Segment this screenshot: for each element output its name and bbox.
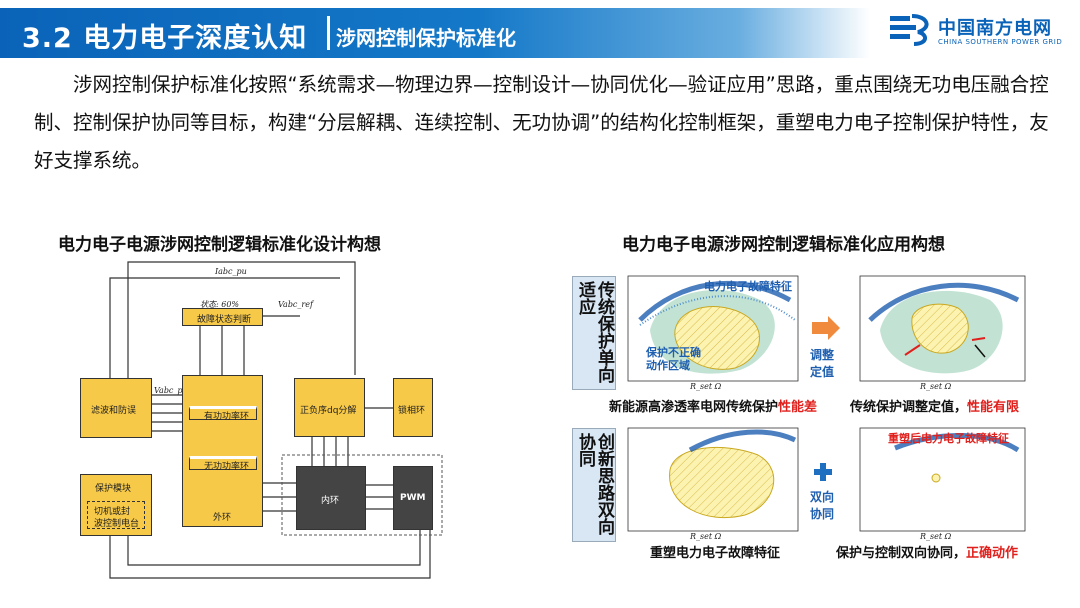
plot4-x-axis: R_set Ω <box>920 532 952 541</box>
vabc-signal: Vabc_pu <box>154 386 188 395</box>
adjust-setting-label: 调整定值 <box>810 348 835 379</box>
plus-icon <box>814 463 832 481</box>
fault-status-signal: 状态: 60% <box>200 300 240 309</box>
plot1-x-axis: R_set Ω <box>690 382 722 391</box>
caption-4-text: 保护与控制双向协同， <box>836 546 967 561</box>
caption-2: 传统保护调整定值，性能有限 <box>850 396 1019 415</box>
reactive-power-loop: 无功功率环 <box>189 456 257 472</box>
outer-loop-label: 外环 <box>213 513 232 523</box>
pwm-label: PWM <box>400 493 426 503</box>
innovative-approach-label: 创新思路双向协同 <box>572 428 616 542</box>
header: 3.2 电力电子深度认知 涉网控制保护标准化 中国南方电网 CHINA SOUT… <box>0 0 1080 62</box>
filter-block-label: 滤波和防误 <box>91 406 137 416</box>
plot-traditional <box>627 275 799 382</box>
right-section-title: 电力电子电源涉网控制逻辑标准化应用构想 <box>622 235 945 255</box>
plot-reshaped <box>627 427 799 532</box>
pwm-block: PWM <box>393 466 433 530</box>
plot1-note-zone: 保护不正确动作区域 <box>646 346 701 372</box>
plot-adjusted <box>859 275 1026 382</box>
caption-4-highlight: 正确动作 <box>966 546 1019 561</box>
header-bar <box>0 8 870 58</box>
logo-text-en: CHINA SOUTHERN POWER GRID <box>938 38 1063 46</box>
protection-sub1: 切机或封 <box>94 507 131 517</box>
bidirectional-label: 双向协同 <box>810 490 835 521</box>
active-power-loop: 有功功率环 <box>189 406 257 422</box>
plot-coordinated <box>859 427 1026 532</box>
caption-2-text: 传统保护调整定值， <box>850 400 968 415</box>
caption-1-highlight: 性能差 <box>778 400 818 415</box>
vabc-ref-signal: Vabc_ref <box>278 300 313 309</box>
fault-judge-label: 故障状态判断 <box>197 315 252 325</box>
caption-1: 新能源高渗透率电网传统保护性能差 <box>609 396 817 415</box>
intro-paragraph: 涉网控制保护标准化按照“系统需求—物理边界—控制设计—协同优化—验证应用”思路，… <box>34 73 1049 172</box>
protection-sub-box: 切机或封 波控制电台 <box>87 501 145 529</box>
page-subtitle: 涉网控制保护标准化 <box>336 26 516 50</box>
reactive-loop-label: 无功功率环 <box>204 462 250 472</box>
page-title: 3.2 电力电子深度认知 <box>22 23 308 54</box>
caption-1-text: 新能源高渗透率电网传统保护 <box>609 400 779 415</box>
inner-loop-label: 内环 <box>321 496 340 506</box>
protection-sub2: 波控制电台 <box>94 519 140 529</box>
plot1-note-top: 电力电子故障特征 <box>704 280 792 293</box>
iabc-signal: Iabc_pu <box>215 267 247 276</box>
caption-4: 保护与控制双向协同，正确动作 <box>836 542 1018 561</box>
right-arrow-icon <box>812 316 840 340</box>
left-section-title: 电力电子电源涉网控制逻辑标准化设计构想 <box>58 235 381 255</box>
active-loop-label: 有功功率环 <box>204 412 250 422</box>
plot3-x-axis: R_set Ω <box>690 532 722 541</box>
protection-label: 保护模块 <box>95 484 132 494</box>
plot2-x-axis: R_set Ω <box>920 382 952 391</box>
pll-label: 锁相环 <box>398 406 426 416</box>
logo-text-cn: 中国南方电网 <box>938 18 1052 39</box>
filter-block: 滤波和防误 <box>80 378 152 438</box>
csg-logo-icon <box>890 14 929 46</box>
dq-label: 正负序dq分解 <box>300 406 357 416</box>
caption-3: 重塑电力电子故障特征 <box>650 546 781 561</box>
company-logo: 中国南方电网 CHINA SOUTHERN POWER GRID <box>888 12 1068 52</box>
outer-loop-block: 有功功率环 无功功率环 外环 <box>182 375 263 527</box>
traditional-protection-label: 传统保护单向适应 <box>572 276 616 390</box>
fault-judge-block: 故障状态判断 <box>182 308 263 326</box>
header-separator <box>327 16 330 50</box>
pll-block: 锁相环 <box>393 378 433 437</box>
dq-decomposition-block: 正负序dq分解 <box>294 378 365 437</box>
protection-block: 保护模块 切机或封 波控制电台 <box>80 474 152 536</box>
caption-2-highlight: 性能有限 <box>967 400 1020 415</box>
plot4-note-top: 重塑后电力电子故障特征 <box>888 432 1009 445</box>
inner-loop-block: 内环 <box>296 466 366 530</box>
